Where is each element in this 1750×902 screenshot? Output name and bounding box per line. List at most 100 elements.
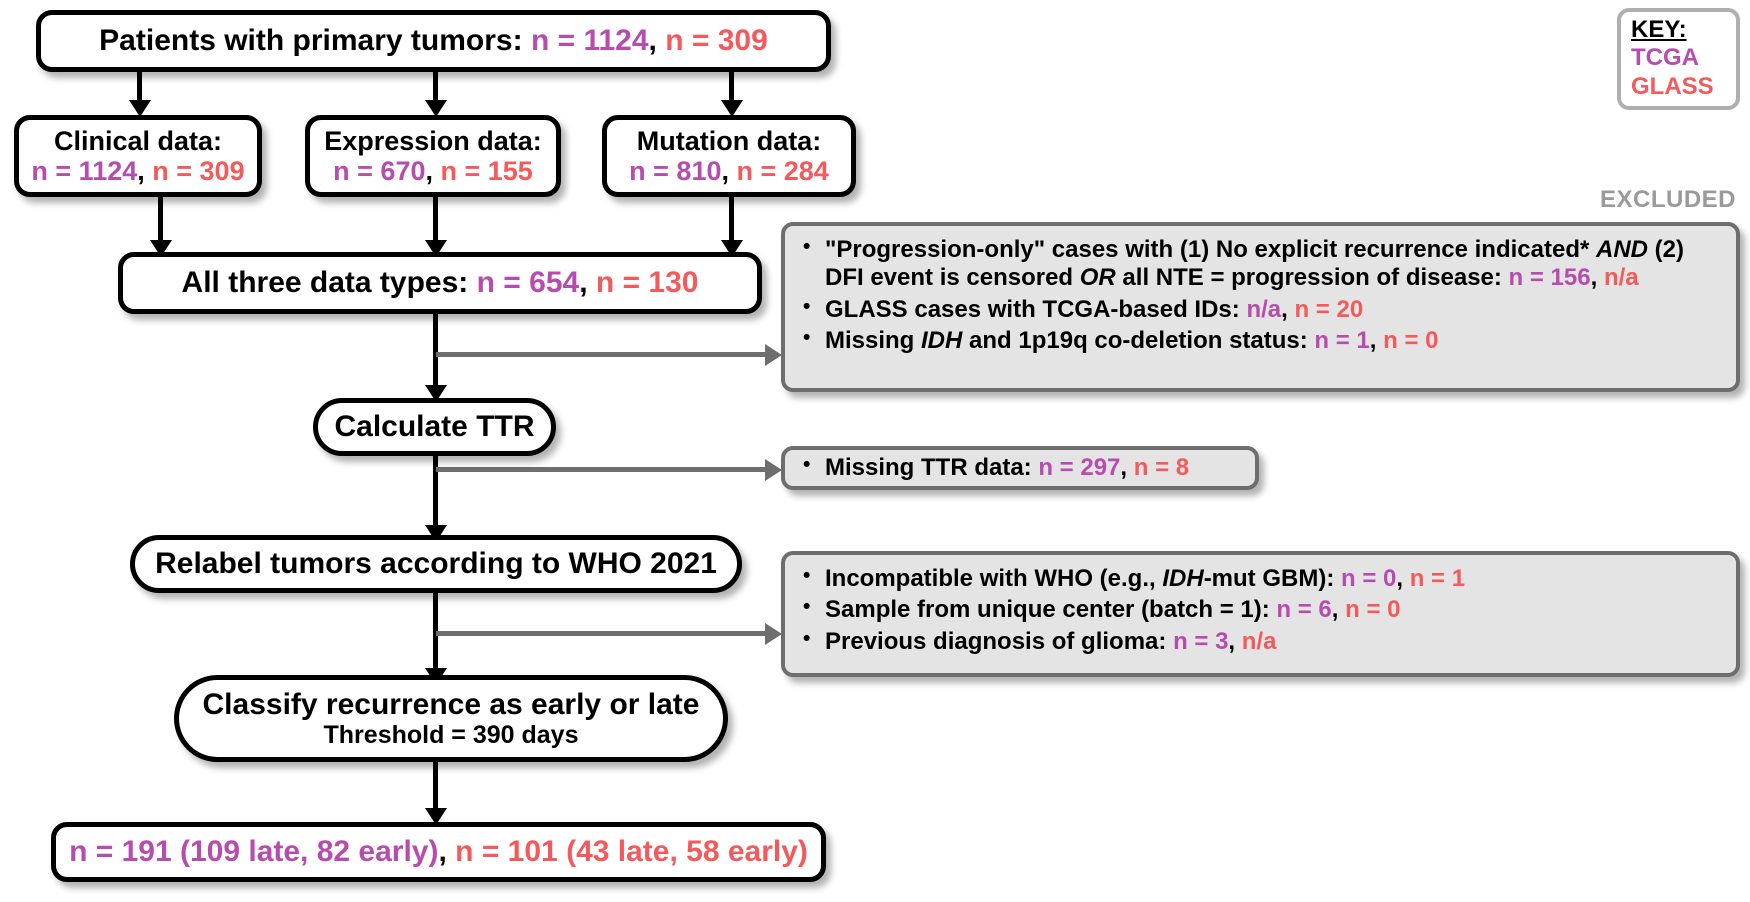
node-expression-tcga: n = 670 xyxy=(333,156,426,186)
node-final-tcga: n = 191 (109 late, 82 early) xyxy=(69,835,439,869)
connector-relabel-to-classify xyxy=(433,593,438,675)
excluded-text: Previous diagnosis of glioma: xyxy=(825,627,1174,655)
excluded-emphasis: AND xyxy=(1596,236,1648,263)
excluded-glass-count: n/a xyxy=(1241,627,1277,655)
excluded-tcga-count: n = 156 xyxy=(1508,264,1591,292)
connector-clinical-to-all xyxy=(158,197,163,247)
node-clinical-label: Clinical data: xyxy=(53,125,223,156)
excluded-tcga-count: n/a xyxy=(1246,295,1282,323)
arrowhead-final xyxy=(425,808,447,825)
excluded-text: Missing TTR data: xyxy=(825,453,1039,481)
node-primary-label: Patients with primary tumors: xyxy=(99,24,523,58)
excluded-sep: , xyxy=(1281,295,1288,323)
excluded-sep: , xyxy=(1396,565,1404,592)
excluded-panel-1: "Progression-only" cases with (1) No exp… xyxy=(781,222,1740,392)
excluded-item: Missing TTR data: n = 297, n = 8 xyxy=(803,453,1190,482)
excluded-text: all NTE = progression of disease: xyxy=(1115,264,1509,292)
excluded-glass-count: n = 0 xyxy=(1345,596,1401,624)
node-expression-sep: , xyxy=(425,156,433,186)
excluded-list-1: "Progression-only" cases with (1) No exp… xyxy=(795,235,1722,355)
node-primary-glass: n = 309 xyxy=(665,24,768,58)
excluded-panel-2: Missing TTR data: n = 297, n = 8 xyxy=(781,446,1259,490)
node-expression-label: Expression data: xyxy=(324,125,542,156)
excluded-sep: , xyxy=(1369,326,1377,354)
node-expression-data: Expression data: n = 670, n = 155 xyxy=(305,115,561,197)
excluded-text: (2) DFI event is censored xyxy=(825,236,1684,292)
excluded-panel-3: Incompatible with WHO (e.g., IDH-mut GBM… xyxy=(781,551,1740,677)
node-mutation-tcga: n = 810 xyxy=(629,156,722,186)
excluded-tcga-count: n = 297 xyxy=(1038,453,1121,481)
excluded-item: Missing IDH and 1p19q co-deletion status… xyxy=(803,326,1722,355)
arrowhead-clinical xyxy=(129,100,151,117)
node-final-counts: n = 191 (109 late, 82 early), n = 101 (4… xyxy=(51,822,826,882)
excluded-item: Previous diagnosis of glioma: n = 3, n/a xyxy=(803,627,1722,656)
node-primary-sep: , xyxy=(648,24,657,58)
node-calculate-ttr-label: Calculate TTR xyxy=(334,410,535,444)
node-classify-recurrence: Classify recurrence as early or late Thr… xyxy=(174,675,728,762)
key-title: KEY: xyxy=(1631,16,1687,43)
node-mutation-label: Mutation data: xyxy=(636,125,822,156)
excluded-glass-count: n/a xyxy=(1603,264,1639,292)
connector-ttr-to-relabel xyxy=(433,456,438,532)
node-classify-sublabel: Threshold = 390 days xyxy=(323,721,579,750)
excluded-glass-count: n = 0 xyxy=(1383,326,1439,354)
excluded-text: and 1p19q co-deletion status: xyxy=(962,326,1315,354)
node-clinical-tcga: n = 1124 xyxy=(31,156,138,186)
node-all-three-tcga: n = 654 xyxy=(476,266,580,300)
arrowhead-expression xyxy=(425,100,447,117)
excluded-glass-count: n = 20 xyxy=(1294,295,1364,323)
connector-mutation-to-all xyxy=(729,197,734,247)
excluded-list-3: Incompatible with WHO (e.g., IDH-mut GBM… xyxy=(795,564,1722,656)
excluded-emphasis: IDH xyxy=(1162,565,1204,592)
connector-classify-to-final xyxy=(433,762,438,816)
connector-primary-to-expression xyxy=(433,72,438,108)
excluded-text: Incompatible with WHO (e.g., xyxy=(825,565,1163,592)
node-clinical-glass: n = 309 xyxy=(152,156,245,186)
arrowhead-exclude-1 xyxy=(765,344,782,366)
node-mutation-glass: n = 284 xyxy=(736,156,829,186)
node-clinical-data: Clinical data: n = 1124, n = 309 xyxy=(14,115,262,197)
node-relabel-who: Relabel tumors according to WHO 2021 xyxy=(130,535,742,593)
node-primary-tcga: n = 1124 xyxy=(530,24,649,58)
node-mutation-data: Mutation data: n = 810, n = 284 xyxy=(602,115,856,197)
connector-exclude-3 xyxy=(436,631,772,636)
excluded-text: GLASS cases with TCGA-based IDs: xyxy=(825,295,1247,323)
connector-exclude-2 xyxy=(436,467,772,472)
key-tcga-label: TCGA xyxy=(1631,44,1699,72)
excluded-tcga-count: n = 1 xyxy=(1314,326,1370,354)
node-all-three-label: All three data types: xyxy=(181,266,469,300)
excluded-text: Missing xyxy=(825,326,922,354)
excluded-label: EXCLUDED xyxy=(1600,186,1737,213)
connector-expression-to-all xyxy=(433,197,438,247)
excluded-text: "Progression-only" cases with (1) No exp… xyxy=(825,236,1596,263)
arrowhead-exclude-3 xyxy=(765,623,782,645)
node-calculate-ttr: Calculate TTR xyxy=(313,398,556,456)
key-legend: KEY: TCGA GLASS xyxy=(1617,8,1740,110)
excluded-list-2: Missing TTR data: n = 297, n = 8 xyxy=(795,453,1190,482)
key-glass-label: GLASS xyxy=(1631,72,1714,100)
excluded-sep: , xyxy=(1331,596,1339,624)
excluded-item: Sample from unique center (batch = 1): n… xyxy=(803,595,1722,624)
node-all-three-data-types: All three data types: n = 654, n = 130 xyxy=(118,252,762,314)
excluded-emphasis: IDH xyxy=(921,326,963,354)
excluded-sep: , xyxy=(1120,453,1128,481)
node-expression-glass: n = 155 xyxy=(440,156,533,186)
excluded-glass-count: n = 8 xyxy=(1133,453,1190,481)
node-final-glass: n = 101 (43 late, 58 early) xyxy=(455,835,808,869)
connector-exclude-1 xyxy=(436,352,772,357)
arrowhead-exclude-2 xyxy=(765,459,782,481)
excluded-item: "Progression-only" cases with (1) No exp… xyxy=(803,235,1722,293)
node-mutation-sep: , xyxy=(721,156,729,186)
node-primary-tumors: Patients with primary tumors: n = 1124, … xyxy=(36,10,831,72)
connector-primary-to-mutation xyxy=(729,72,734,108)
excluded-sep: , xyxy=(1228,627,1236,655)
excluded-item: Incompatible with WHO (e.g., IDH-mut GBM… xyxy=(803,564,1722,593)
excluded-sep: , xyxy=(1590,264,1598,292)
node-all-three-sep: , xyxy=(579,266,588,300)
node-classify-label: Classify recurrence as early or late xyxy=(202,687,700,721)
excluded-tcga-count: n = 6 xyxy=(1276,596,1332,624)
connector-primary-to-clinical xyxy=(137,72,142,108)
node-final-sep: , xyxy=(438,835,447,869)
excluded-tcga-count: n = 0 xyxy=(1340,565,1397,592)
